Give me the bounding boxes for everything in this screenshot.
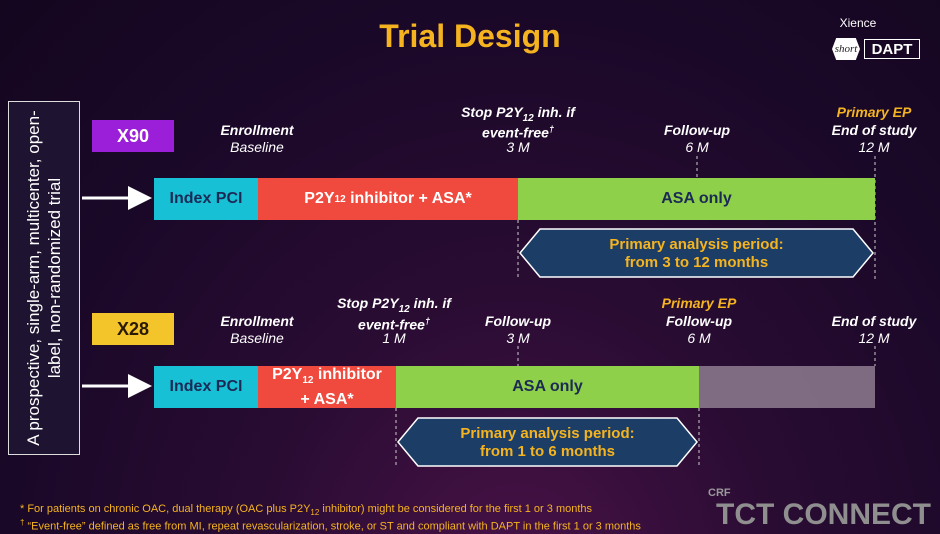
arm1-fu-title: Follow-up (663, 122, 731, 138)
logo-short-badge: short (832, 38, 860, 60)
arm1-end-title: End of study (831, 122, 917, 138)
arm1-enroll-sub: Baseline (230, 139, 284, 155)
arm2-post-segment (699, 366, 875, 408)
arm1-stop-title: Stop P2Y12 inh. if (461, 104, 575, 124)
arm2-enroll-sub: Baseline (230, 330, 284, 346)
arm1-enroll-title: Enrollment (220, 122, 294, 138)
arm2-fu2-sub: 6 M (687, 330, 711, 346)
arm1-period-line1: Primary analysis period: (609, 236, 784, 253)
arm2-stop-sub: 1 M (382, 330, 406, 346)
arm2-fu1-title: Follow-up (484, 313, 552, 329)
arm1-asa-segment: ASA only (518, 178, 875, 220)
arm2-fu2-title: Follow-up (665, 313, 733, 329)
arm2-enroll-title: Enrollment (220, 313, 294, 329)
side-label-box (8, 101, 80, 455)
arm2-period-arrow (397, 417, 698, 467)
footnote-2: † “Event-free” defined as free from MI, … (20, 518, 641, 533)
arm2-end-sub: 12 M (858, 330, 890, 346)
arm2-fu1-sub: 3 M (506, 330, 530, 346)
arm2-ep-title: Primary EP (661, 295, 737, 311)
arm1-index-pci: Index PCI (154, 178, 258, 220)
page-title: Trial Design (379, 18, 561, 54)
arm2-p2y-segment: P2Y12 inhibitor + ASA* (258, 366, 396, 408)
arm2-period-line1: Primary analysis period: (460, 425, 635, 442)
logo-dapt-badge: DAPT (864, 39, 920, 59)
arm2-end-title: End of study (831, 313, 917, 329)
arm2-index-pci: Index PCI (154, 366, 258, 408)
logo-brand: Xience (839, 16, 877, 30)
arm2-stop-title: Stop P2Y12 inh. if (337, 295, 451, 315)
arm1-period-line2: from 3 to 12 months (624, 254, 769, 271)
arm2-tag: X28 (92, 313, 174, 345)
crf-logo: CRF (708, 487, 731, 499)
arm2-period-line2: from 1 to 6 months (479, 443, 615, 460)
arm1-end-sub: 12 M (858, 139, 890, 155)
arm1-tag: X90 (92, 120, 174, 152)
arm1-stop-title2: event-free† (482, 124, 554, 141)
footnote-1: * For patients on chronic OAC, dual ther… (20, 503, 593, 518)
arm2-stop-title2: event-free† (358, 316, 430, 333)
arm1-fu-sub: 6 M (685, 139, 709, 155)
arm1-period-arrow (519, 228, 874, 278)
arm1-stop-sub: 3 M (506, 139, 530, 155)
arm2-asa-segment: ASA only (396, 366, 699, 408)
tct-connect-logo: TCT CONNECT (716, 498, 931, 531)
arm1-ep-title: Primary EP (836, 104, 912, 120)
